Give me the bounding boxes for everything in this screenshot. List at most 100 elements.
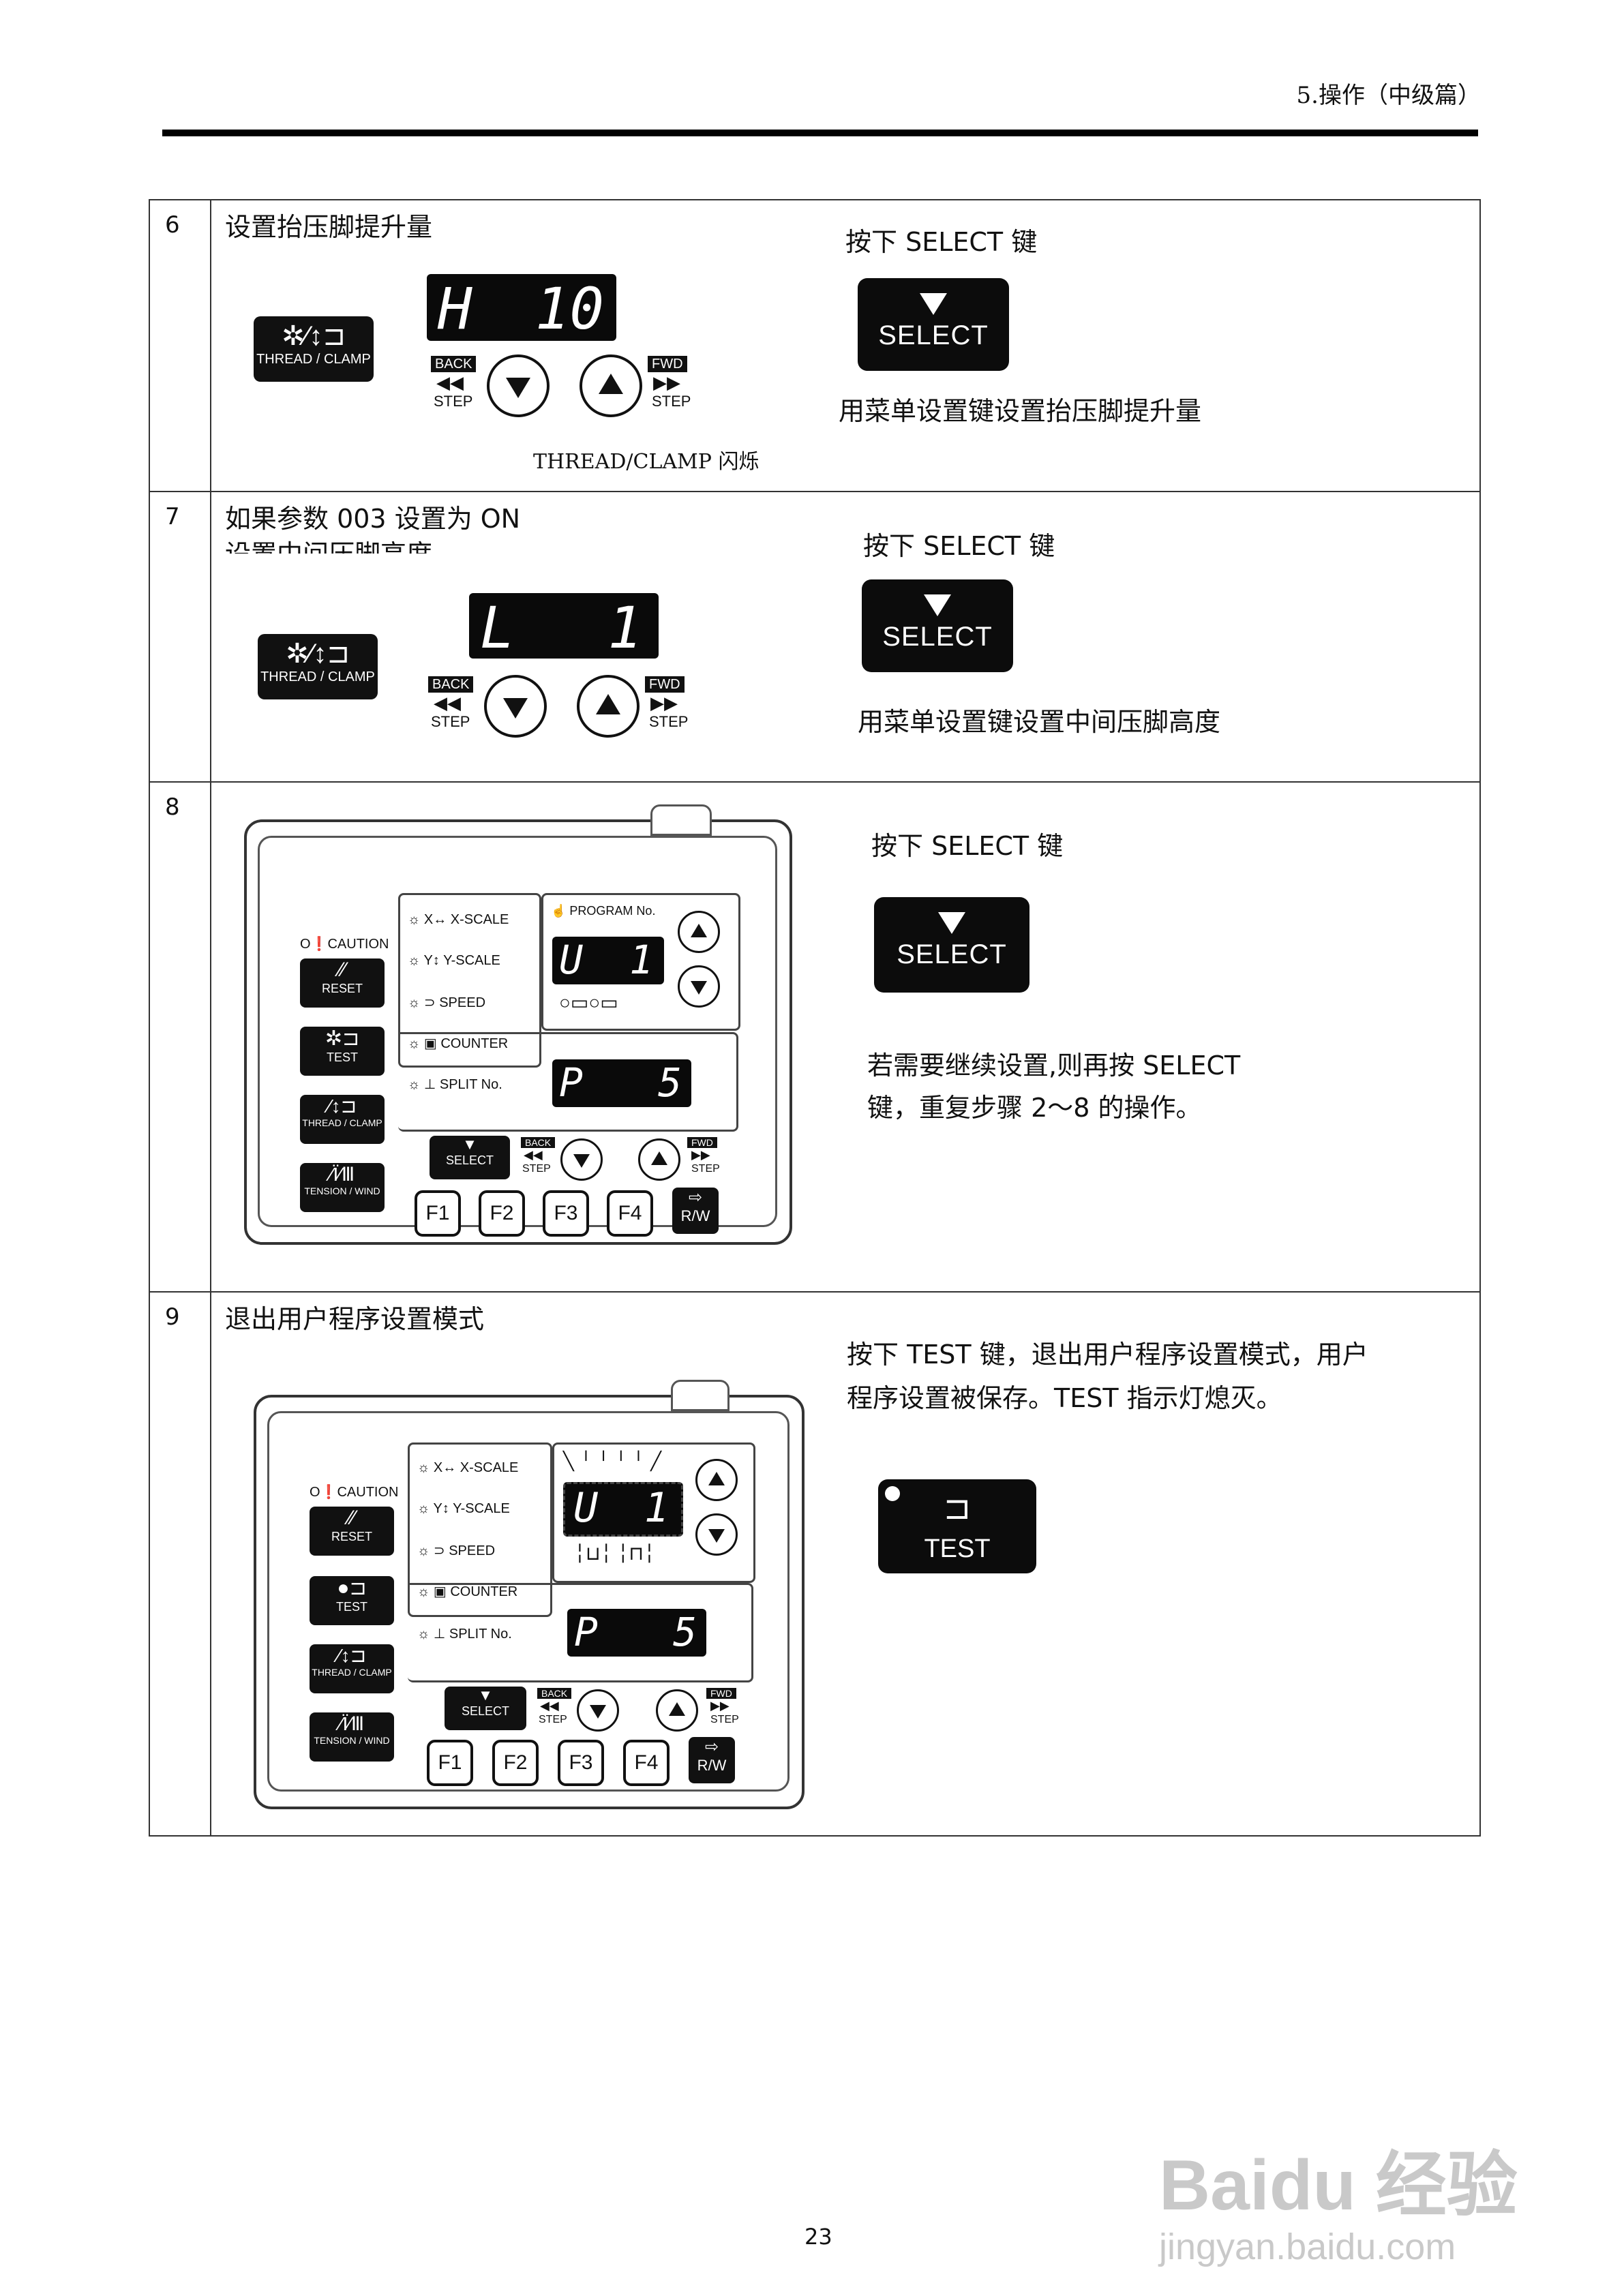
down-arrow-button[interactable]	[577, 1689, 619, 1732]
lower-display-group	[408, 1583, 753, 1682]
down-arrow-button[interactable]	[484, 675, 547, 738]
header-rule	[162, 130, 1478, 136]
up-arrow-button[interactable]	[656, 1689, 698, 1732]
instruction-text-line2: 程序设置被保存。TEST 指示灯熄灭。	[847, 1383, 1282, 1413]
program-no-label: ☝ PROGRAM No.	[551, 904, 656, 918]
rewind-icon: ◀◀	[524, 1148, 543, 1162]
led-icon: ☼ X↔	[417, 1460, 460, 1475]
step-title: 设置抬压脚提升量	[225, 212, 433, 242]
fwd-tag: FWD	[706, 1688, 736, 1699]
f3-button[interactable]: F3	[543, 1190, 589, 1237]
down-arrow-button[interactable]	[487, 354, 550, 417]
down-arrow-button[interactable]	[560, 1138, 603, 1181]
reset-button[interactable]: ⁄⁄RESET	[300, 958, 385, 1008]
caution-label: O❗CAUTION	[310, 1485, 399, 1500]
select-down-icon: ▼	[462, 1136, 477, 1153]
up-arrow-button[interactable]	[638, 1138, 680, 1181]
led-icon: ☼ ⊥	[408, 1077, 440, 1092]
result-text-line1: 若需要继续设置,则再按 SELECT	[867, 1051, 1241, 1081]
down-arrow-icon	[708, 1529, 725, 1543]
up-arrow-icon	[669, 1702, 685, 1716]
program-up-button[interactable]	[678, 911, 720, 953]
test-button[interactable]: ✲⊐TEST	[300, 1027, 385, 1076]
panel-inner	[267, 1411, 790, 1792]
clamp-state-icon: ○▭○▭	[559, 992, 618, 1013]
led-icon: ☼ ⊥	[417, 1627, 449, 1642]
program-icon: ☝	[551, 904, 570, 918]
test-button[interactable]: ●⊐TEST	[310, 1576, 394, 1625]
select-button[interactable]: SELECT	[862, 579, 1013, 672]
fast-forward-icon: ▶▶	[691, 1148, 710, 1162]
control-panel: O❗CAUTION ⁄⁄RESET ✲⊐TEST ⁄↕⊐THREAD / CLA…	[244, 804, 792, 1245]
select-down-icon	[920, 293, 947, 315]
split-lcd: P 5	[567, 1609, 706, 1657]
thread-clamp-key[interactable]: ✲⁄↕⊐ THREAD / CLAMP	[254, 316, 374, 382]
step-label: STEP	[710, 1714, 739, 1725]
watermark: Baidu 经验 jingyan.baidu.com	[1159, 2146, 1518, 2267]
fwd-tag: FWD	[645, 676, 685, 693]
y-scale-indicator: ☼ Y↕ Y-SCALE	[408, 953, 500, 968]
program-down-button[interactable]	[678, 965, 720, 1008]
step-content-cell: O❗CAUTION ⁄⁄RESET ✲⊐TEST ⁄↕⊐THREAD / CLA…	[210, 781, 1481, 1293]
panel-select-button[interactable]: ▼SELECT	[445, 1687, 526, 1730]
lcd-display: L 1	[469, 593, 659, 661]
up-arrow-icon	[691, 924, 707, 937]
up-arrow-icon	[596, 694, 620, 714]
program-lcd: U 1	[552, 937, 664, 984]
rw-button[interactable]: ⇨R/W	[672, 1188, 719, 1234]
select-button[interactable]: SELECT	[858, 278, 1009, 371]
f4-button[interactable]: F4	[607, 1190, 653, 1237]
down-arrow-icon	[691, 981, 707, 995]
tension-wind-icon: ⁄Ï⁄Ⅲ	[339, 1713, 365, 1734]
counter-indicator: ☼ ▣ COUNTER	[408, 1036, 509, 1051]
lower-display-group	[398, 1032, 738, 1132]
f1-button[interactable]: F1	[427, 1740, 473, 1786]
program-up-button[interactable]	[695, 1459, 738, 1501]
up-arrow-button[interactable]	[580, 354, 642, 417]
led-icon: ☼ ⊃	[408, 995, 440, 1010]
led-icon: ☼ ⊃	[417, 1543, 449, 1558]
f4-button[interactable]: F4	[623, 1740, 670, 1786]
program-down-button[interactable]	[695, 1513, 738, 1556]
rw-button[interactable]: ⇨R/W	[689, 1737, 735, 1783]
fast-forward-icon: ▶▶	[650, 693, 678, 713]
clamp-state-icon: ╎⊔╎ ╎⊓╎	[574, 1543, 655, 1564]
rewind-icon: ◀◀	[436, 372, 464, 393]
rewind-icon: ◀◀	[434, 693, 461, 713]
thread-clamp-button[interactable]: ⁄↕⊐THREAD / CLAMP	[310, 1644, 394, 1693]
step-label: STEP	[434, 393, 473, 410]
caution-icon: O❗	[300, 937, 328, 952]
back-tag: BACK	[521, 1137, 556, 1148]
back-tag: BACK	[431, 356, 477, 372]
step-row-9: 9 退出用户程序设置模式 O❗CAUTION ⁄⁄RESET ●⊐TEST ⁄↕…	[149, 1291, 1481, 1837]
speed-indicator: ☼ ⊃ SPEED	[417, 1543, 496, 1558]
reset-button[interactable]: ⁄⁄RESET	[310, 1507, 394, 1556]
panel-select-button[interactable]: ▼SELECT	[430, 1136, 510, 1179]
instruction-text: 按下 SELECT 键	[863, 531, 1055, 561]
test-return-icon: ⊐	[943, 1489, 972, 1527]
step-label: STEP	[652, 393, 691, 410]
split-no-indicator: ☼ ⊥ SPLIT No.	[417, 1627, 512, 1642]
led-icon: ☼ X↔	[408, 912, 451, 927]
step-title: 退出用户程序设置模式	[225, 1304, 485, 1334]
thread-clamp-button[interactable]: ⁄↕⊐THREAD / CLAMP	[300, 1095, 385, 1144]
select-button[interactable]: SELECT	[874, 897, 1029, 993]
step-number: 7	[165, 503, 180, 530]
test-button-large[interactable]: ⊐ TEST	[878, 1479, 1036, 1573]
step-content-cell: 如果参数 003 设置为 ON 设置中间压脚高度 ✲⁄↕⊐ THREAD / C…	[210, 491, 1481, 783]
f2-button[interactable]: F2	[492, 1740, 539, 1786]
result-text: 用菜单设置键设置中间压脚高度	[858, 707, 1221, 737]
step-number: 6	[165, 211, 180, 239]
select-down-icon	[938, 912, 965, 934]
rw-icon: ⇨	[704, 1738, 719, 1756]
rw-icon: ⇨	[688, 1188, 703, 1207]
thread-clamp-key[interactable]: ✲⁄↕⊐ THREAD / CLAMP	[258, 634, 378, 699]
fast-forward-icon: ▶▶	[653, 372, 680, 393]
f2-button[interactable]: F2	[479, 1190, 525, 1237]
f3-button[interactable]: F3	[558, 1740, 604, 1786]
f1-button[interactable]: F1	[415, 1190, 461, 1237]
up-arrow-button[interactable]	[577, 675, 640, 738]
panel-tab	[671, 1380, 730, 1411]
